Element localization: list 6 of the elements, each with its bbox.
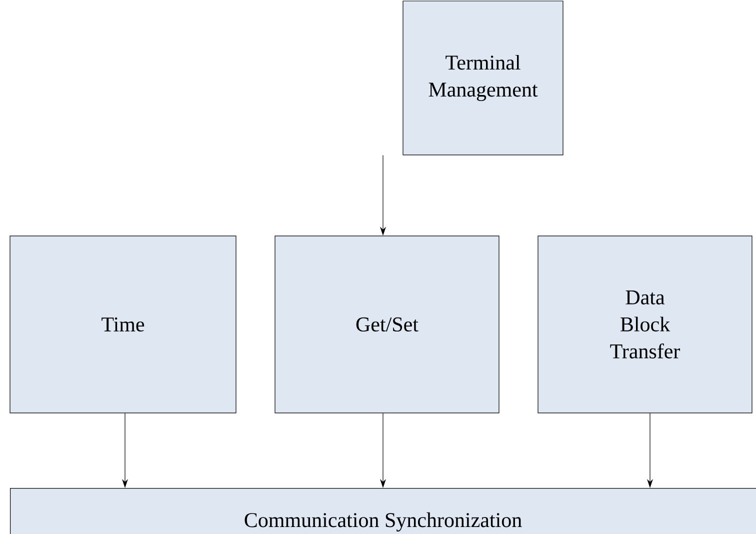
process-box: Get/Set — [274, 236, 500, 414]
process-box: Time — [10, 236, 236, 414]
process-box: Data Block Transfer — [538, 236, 752, 414]
process-box: Terminal Management — [402, 0, 564, 156]
node-label: Communication Synchronization — [244, 512, 522, 532]
process-box — [10, 488, 756, 534]
